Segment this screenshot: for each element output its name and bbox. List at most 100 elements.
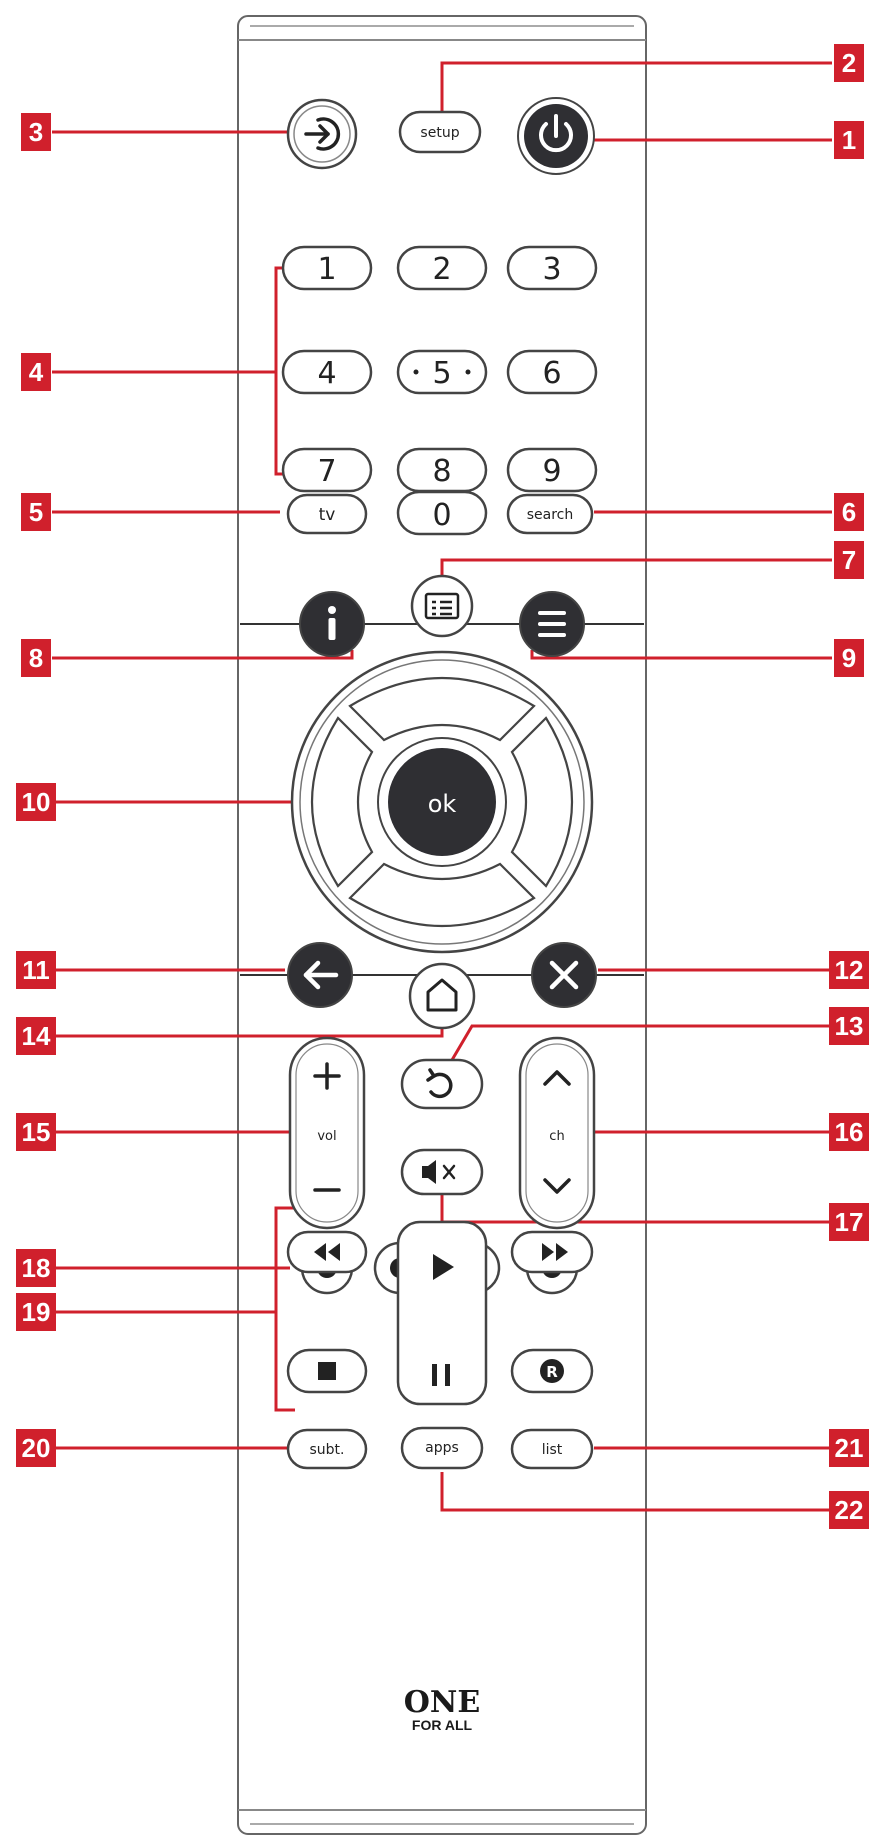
callout-1: 1 [834,121,864,159]
callout-15: 15 [16,1113,56,1151]
tactile-dot [413,369,419,375]
setup-label: setup [420,125,459,141]
number-label-7: 7 [317,454,336,489]
tactile-dot [465,369,471,375]
chevron-down-icon [543,1178,571,1194]
power-button[interactable] [517,97,595,175]
callout-14: 14 [16,1017,56,1055]
number-button-1[interactable]: 1 [281,245,373,291]
logo-for-all: FOR ALL [412,1717,473,1733]
stop-button[interactable] [286,1348,368,1394]
logo-one: ONE [404,1685,480,1720]
volume-rocker[interactable]: vol [288,1036,366,1230]
callout-number: 3 [29,117,43,147]
callout-7: 7 [834,541,864,579]
power-icon [539,114,573,153]
menu-button[interactable] [519,591,585,657]
number-button-6[interactable]: 6 [506,349,598,395]
callout-13: 13 [829,1007,869,1045]
number-label-0: 0 [432,498,451,533]
input-icon [304,117,341,151]
guide-button[interactable] [410,574,474,638]
number-button-2[interactable]: 2 [396,245,488,291]
record-icon: R [540,1359,564,1383]
callout-17: 17 [829,1203,869,1241]
number-button-3[interactable]: 3 [506,245,598,291]
dpad-up[interactable] [348,677,536,742]
vol-label: vol [317,1129,336,1144]
brand-logo: ONE FOR ALL [404,1685,480,1733]
record-label: R [546,1363,558,1381]
ok-button[interactable]: ok [388,748,496,856]
callout-18: 18 [16,1249,56,1287]
callout-number: 7 [842,545,856,575]
tv-button[interactable]: tv [286,493,368,535]
callout-number: 16 [835,1117,864,1147]
chevron-up-icon [543,1070,571,1086]
stop-icon [318,1362,336,1380]
dpad-right[interactable] [510,716,574,888]
plus-icon [313,1062,341,1090]
setup-button[interactable]: setup [398,110,482,154]
dpad-left[interactable] [310,716,374,888]
list-button[interactable]: list [510,1428,594,1470]
callout-20: 20 [16,1429,56,1467]
callout-number: 10 [22,787,51,817]
number-button-8[interactable]: 8 [396,447,488,493]
close-button[interactable] [531,942,597,1008]
mute-button[interactable] [400,1148,484,1196]
ok-label: ok [428,790,457,818]
callout-5: 5 [21,493,51,531]
number-button-7[interactable]: 7 [281,447,373,493]
search-button[interactable]: search [506,493,594,535]
callout-10: 10 [16,783,56,821]
play-pause-button[interactable] [396,1220,488,1406]
back-button[interactable] [287,942,353,1008]
callout-6: 6 [834,493,864,531]
info-icon [328,606,336,640]
home-icon [426,978,458,1012]
number-label-1: 1 [317,252,336,287]
search-label: search [527,507,574,523]
callout-number: 11 [22,955,50,985]
number-button-4[interactable]: 4 [281,349,373,395]
callout-19: 19 [16,1293,56,1331]
callout-9: 9 [834,639,864,677]
list-label: list [542,1442,563,1458]
replay-button[interactable] [400,1058,484,1110]
subtitle-button[interactable]: subt. [286,1428,368,1470]
callout-4: 4 [21,353,51,391]
record-button[interactable]: R [510,1348,594,1394]
dpad-down[interactable] [348,862,536,927]
fast-forward-button[interactable] [510,1230,594,1274]
callout-number: 22 [835,1495,864,1525]
tv-label: tv [319,505,336,525]
callout-3: 3 [21,113,51,151]
rewind-button[interactable] [286,1230,368,1274]
close-icon [549,960,579,990]
callout-number: 8 [29,643,43,673]
number-label-4: 4 [317,356,336,391]
callout-number: 9 [842,643,856,673]
callout-number: 5 [29,497,43,527]
callout-number: 6 [842,497,856,527]
home-button[interactable] [408,962,476,1030]
input-button[interactable] [286,98,358,170]
apps-button[interactable]: apps [400,1426,484,1470]
number-button-0[interactable]: 0 [396,490,488,536]
callout-number: 1 [842,125,856,155]
callout-number: 13 [835,1011,864,1041]
apps-label: apps [425,1440,459,1456]
number-button-5[interactable]: 5 [396,349,488,395]
callout-8: 8 [21,639,51,677]
callout-22: 22 [829,1491,869,1529]
callout-number: 12 [835,955,864,985]
info-button[interactable] [299,591,365,657]
play-icon [433,1254,454,1280]
number-button-9[interactable]: 9 [506,447,598,493]
channel-rocker[interactable]: ch [518,1036,596,1230]
callout-11: 11 [16,951,56,989]
callout-number: 21 [835,1433,864,1463]
